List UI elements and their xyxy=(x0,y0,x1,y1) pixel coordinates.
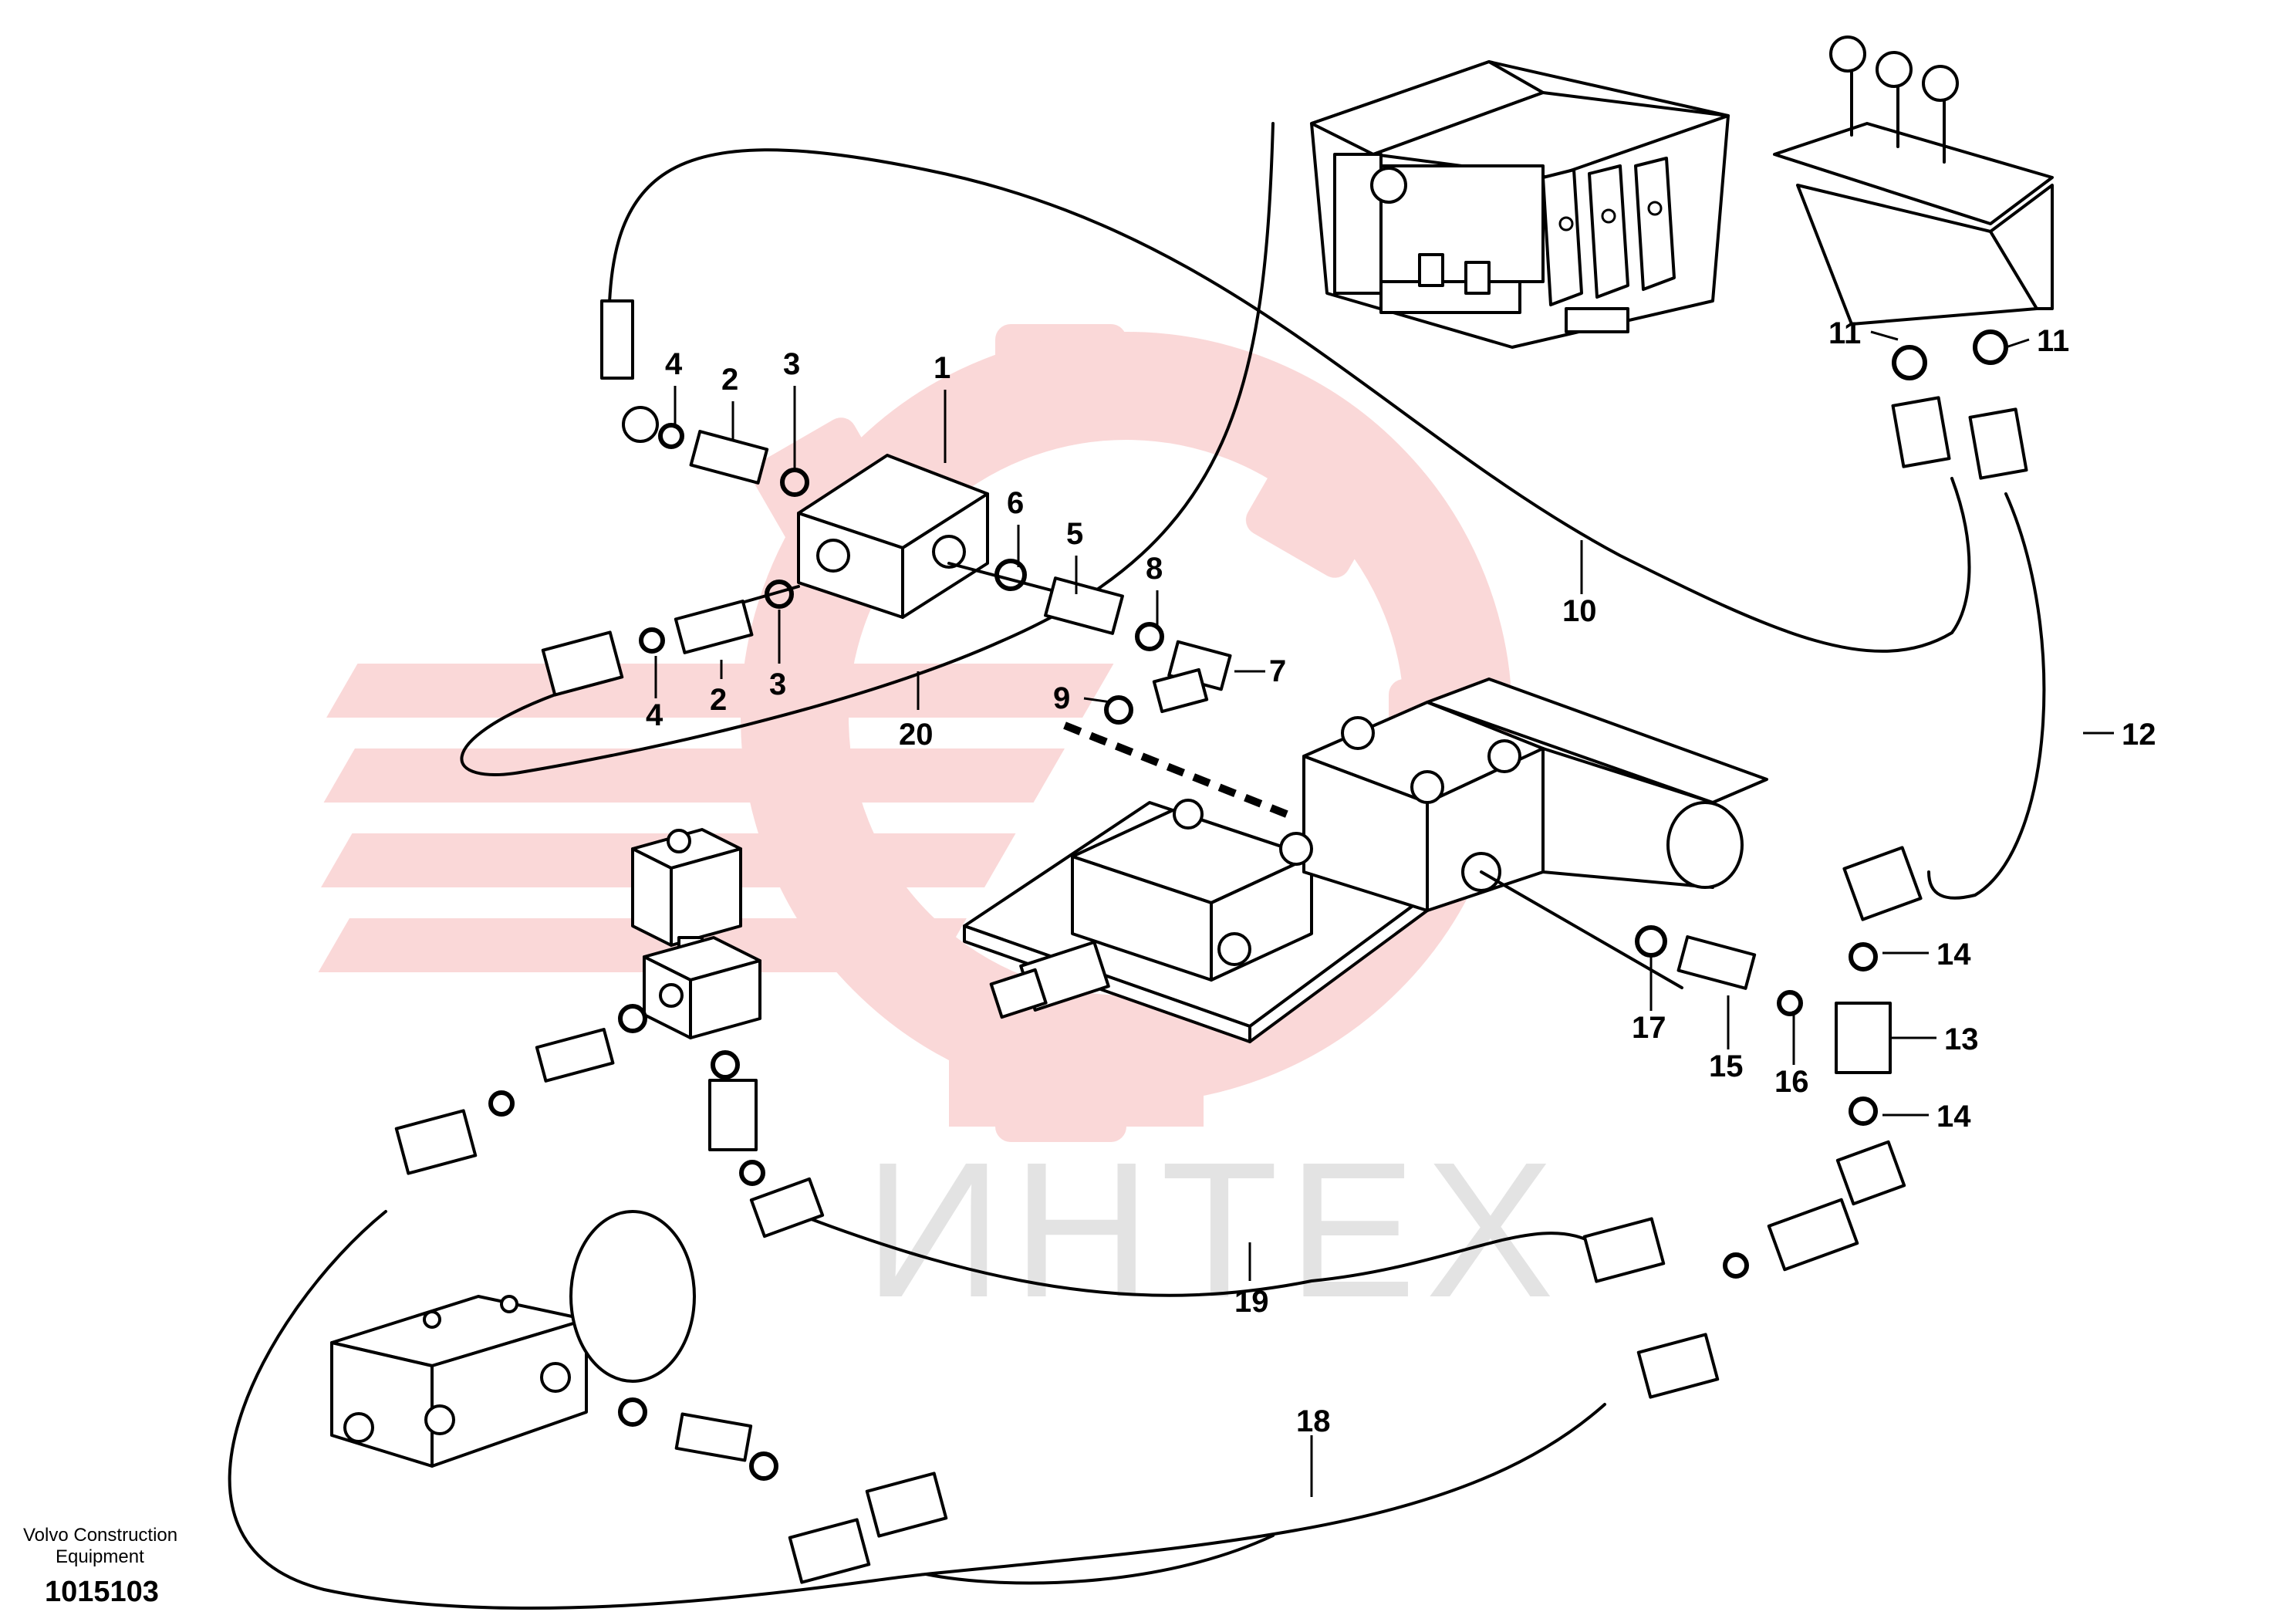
solenoid-valve xyxy=(631,828,761,1039)
label-1: 1 xyxy=(934,351,950,385)
footer-company-line1: Volvo Construction xyxy=(23,1525,177,1546)
fittings xyxy=(394,299,2028,1584)
accumulator-assembly xyxy=(330,1210,696,1468)
label-20: 20 xyxy=(899,718,934,752)
label-11b: 11 xyxy=(2037,324,2069,358)
hoses xyxy=(228,122,2046,1610)
label-3a: 3 xyxy=(783,347,800,381)
watermark-text: ИНТЕХ xyxy=(864,1122,1563,1337)
footer-drawing-number: 1015103 xyxy=(45,1576,159,1608)
pilot-control-unit xyxy=(1773,35,2054,326)
footer-company-line2: Equipment xyxy=(56,1546,144,1567)
label-2b: 2 xyxy=(710,683,727,717)
label-7: 7 xyxy=(1269,654,1286,688)
label-14b: 14 xyxy=(1936,1100,1971,1134)
label-5: 5 xyxy=(1066,517,1083,551)
label-18: 18 xyxy=(1296,1404,1331,1438)
label-4b: 4 xyxy=(646,698,663,732)
label-14a: 14 xyxy=(1936,938,1971,972)
central-valve-assembly xyxy=(963,678,1768,1043)
label-6: 6 xyxy=(1007,486,1024,520)
label-4a: 4 xyxy=(665,347,683,381)
label-19: 19 xyxy=(1234,1285,1269,1319)
label-15: 15 xyxy=(1709,1049,1744,1083)
label-3b: 3 xyxy=(769,667,786,701)
label-16: 16 xyxy=(1774,1065,1809,1099)
label-9: 9 xyxy=(1053,681,1070,715)
dashed-connection xyxy=(1063,721,1298,822)
label-8: 8 xyxy=(1146,552,1163,586)
footer: Volvo Construction Equipment 1015103 xyxy=(23,1525,177,1608)
callout-labels: 1 2 3 4 5 6 8 7 9 4 2 3 20 10 11 11 12 1… xyxy=(646,316,2156,1438)
label-2a: 2 xyxy=(721,363,738,397)
valve-block-1 xyxy=(797,454,989,619)
leader-lines xyxy=(654,330,2114,1497)
label-12: 12 xyxy=(2122,718,2156,752)
main-control-valve xyxy=(1310,60,1730,349)
label-11a: 11 xyxy=(1828,316,1861,350)
label-17: 17 xyxy=(1632,1011,1666,1045)
label-13: 13 xyxy=(1944,1022,1979,1056)
label-10: 10 xyxy=(1562,594,1597,628)
